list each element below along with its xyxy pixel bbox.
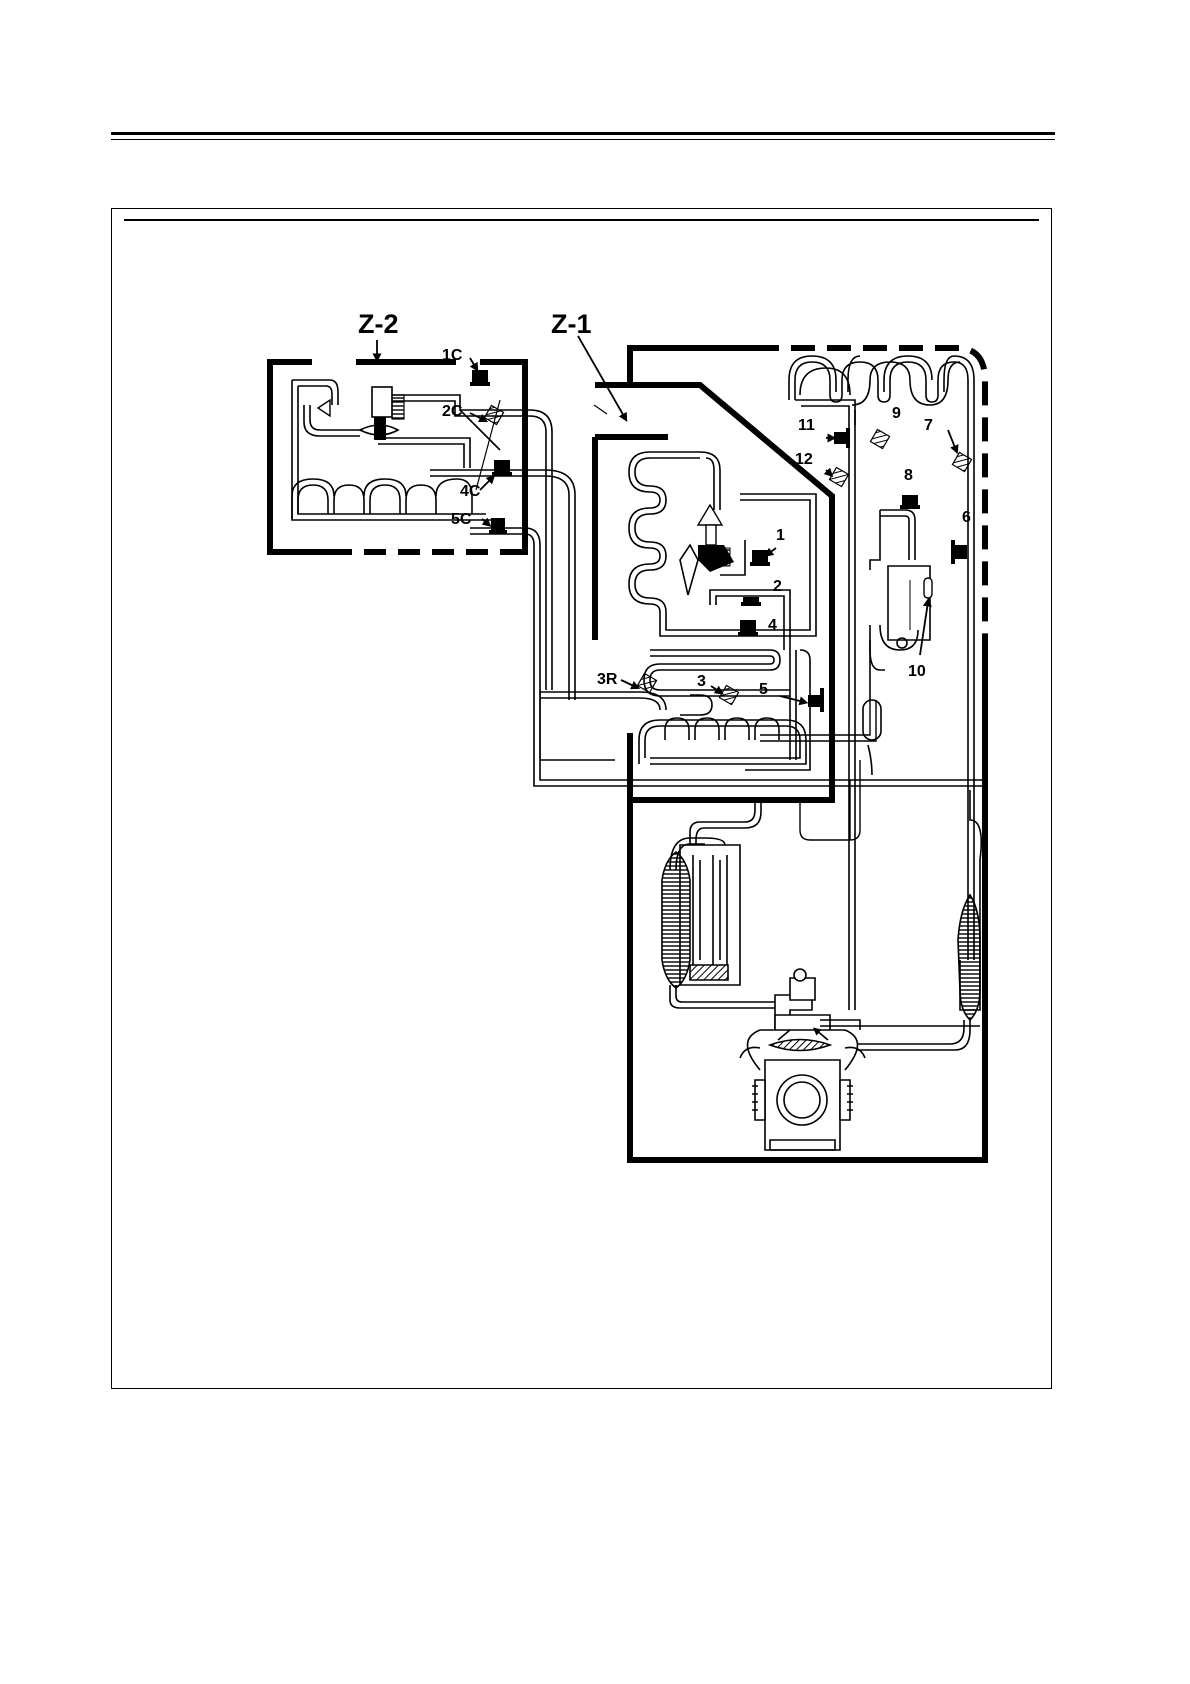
valve-12 xyxy=(829,467,848,486)
label-2c: 2C xyxy=(442,403,463,420)
label-4c: 4C xyxy=(460,483,481,500)
label-2: 2 xyxy=(773,578,782,595)
valve-1 xyxy=(750,550,770,566)
zone-z2-label: Z-2 xyxy=(358,309,399,339)
label-7: 7 xyxy=(924,417,933,434)
label-5: 5 xyxy=(759,681,768,698)
z1-condenser-coil xyxy=(789,356,974,1010)
label-4: 4 xyxy=(768,617,777,634)
valve-2 xyxy=(741,597,761,606)
label-3r: 3R xyxy=(597,671,618,688)
label-8: 8 xyxy=(904,467,913,484)
label-10: 10 xyxy=(908,663,926,680)
valve-4 xyxy=(738,620,758,636)
label-12: 12 xyxy=(795,451,813,468)
label-9: 9 xyxy=(892,405,901,422)
air-cooled-condenser xyxy=(850,790,981,1050)
label-6: 6 xyxy=(962,509,971,526)
valve-1c xyxy=(470,370,490,386)
valve-3r xyxy=(637,673,656,692)
valve-2c xyxy=(484,405,503,424)
label-3: 3 xyxy=(697,673,706,690)
label-5c: 5C xyxy=(451,511,472,528)
valve-5c xyxy=(489,518,507,534)
compressor xyxy=(740,969,980,1150)
heat-exchanger xyxy=(540,650,810,845)
zone-z1-label: Z-1 xyxy=(551,309,592,339)
z1-expansion-valve xyxy=(680,505,734,595)
filter-drier xyxy=(863,640,881,775)
valve-9 xyxy=(870,429,889,448)
valve-3 xyxy=(719,685,738,704)
valve-8 xyxy=(900,495,920,509)
valve-11 xyxy=(834,428,850,448)
label-11: 11 xyxy=(798,417,815,434)
thermostat-bulb-10 xyxy=(924,578,932,598)
valve-6 xyxy=(951,540,967,564)
valve-4c xyxy=(492,460,512,476)
z1-evaporator xyxy=(629,452,816,760)
label-1c: 1C xyxy=(442,347,463,364)
label-1: 1 xyxy=(776,527,785,544)
